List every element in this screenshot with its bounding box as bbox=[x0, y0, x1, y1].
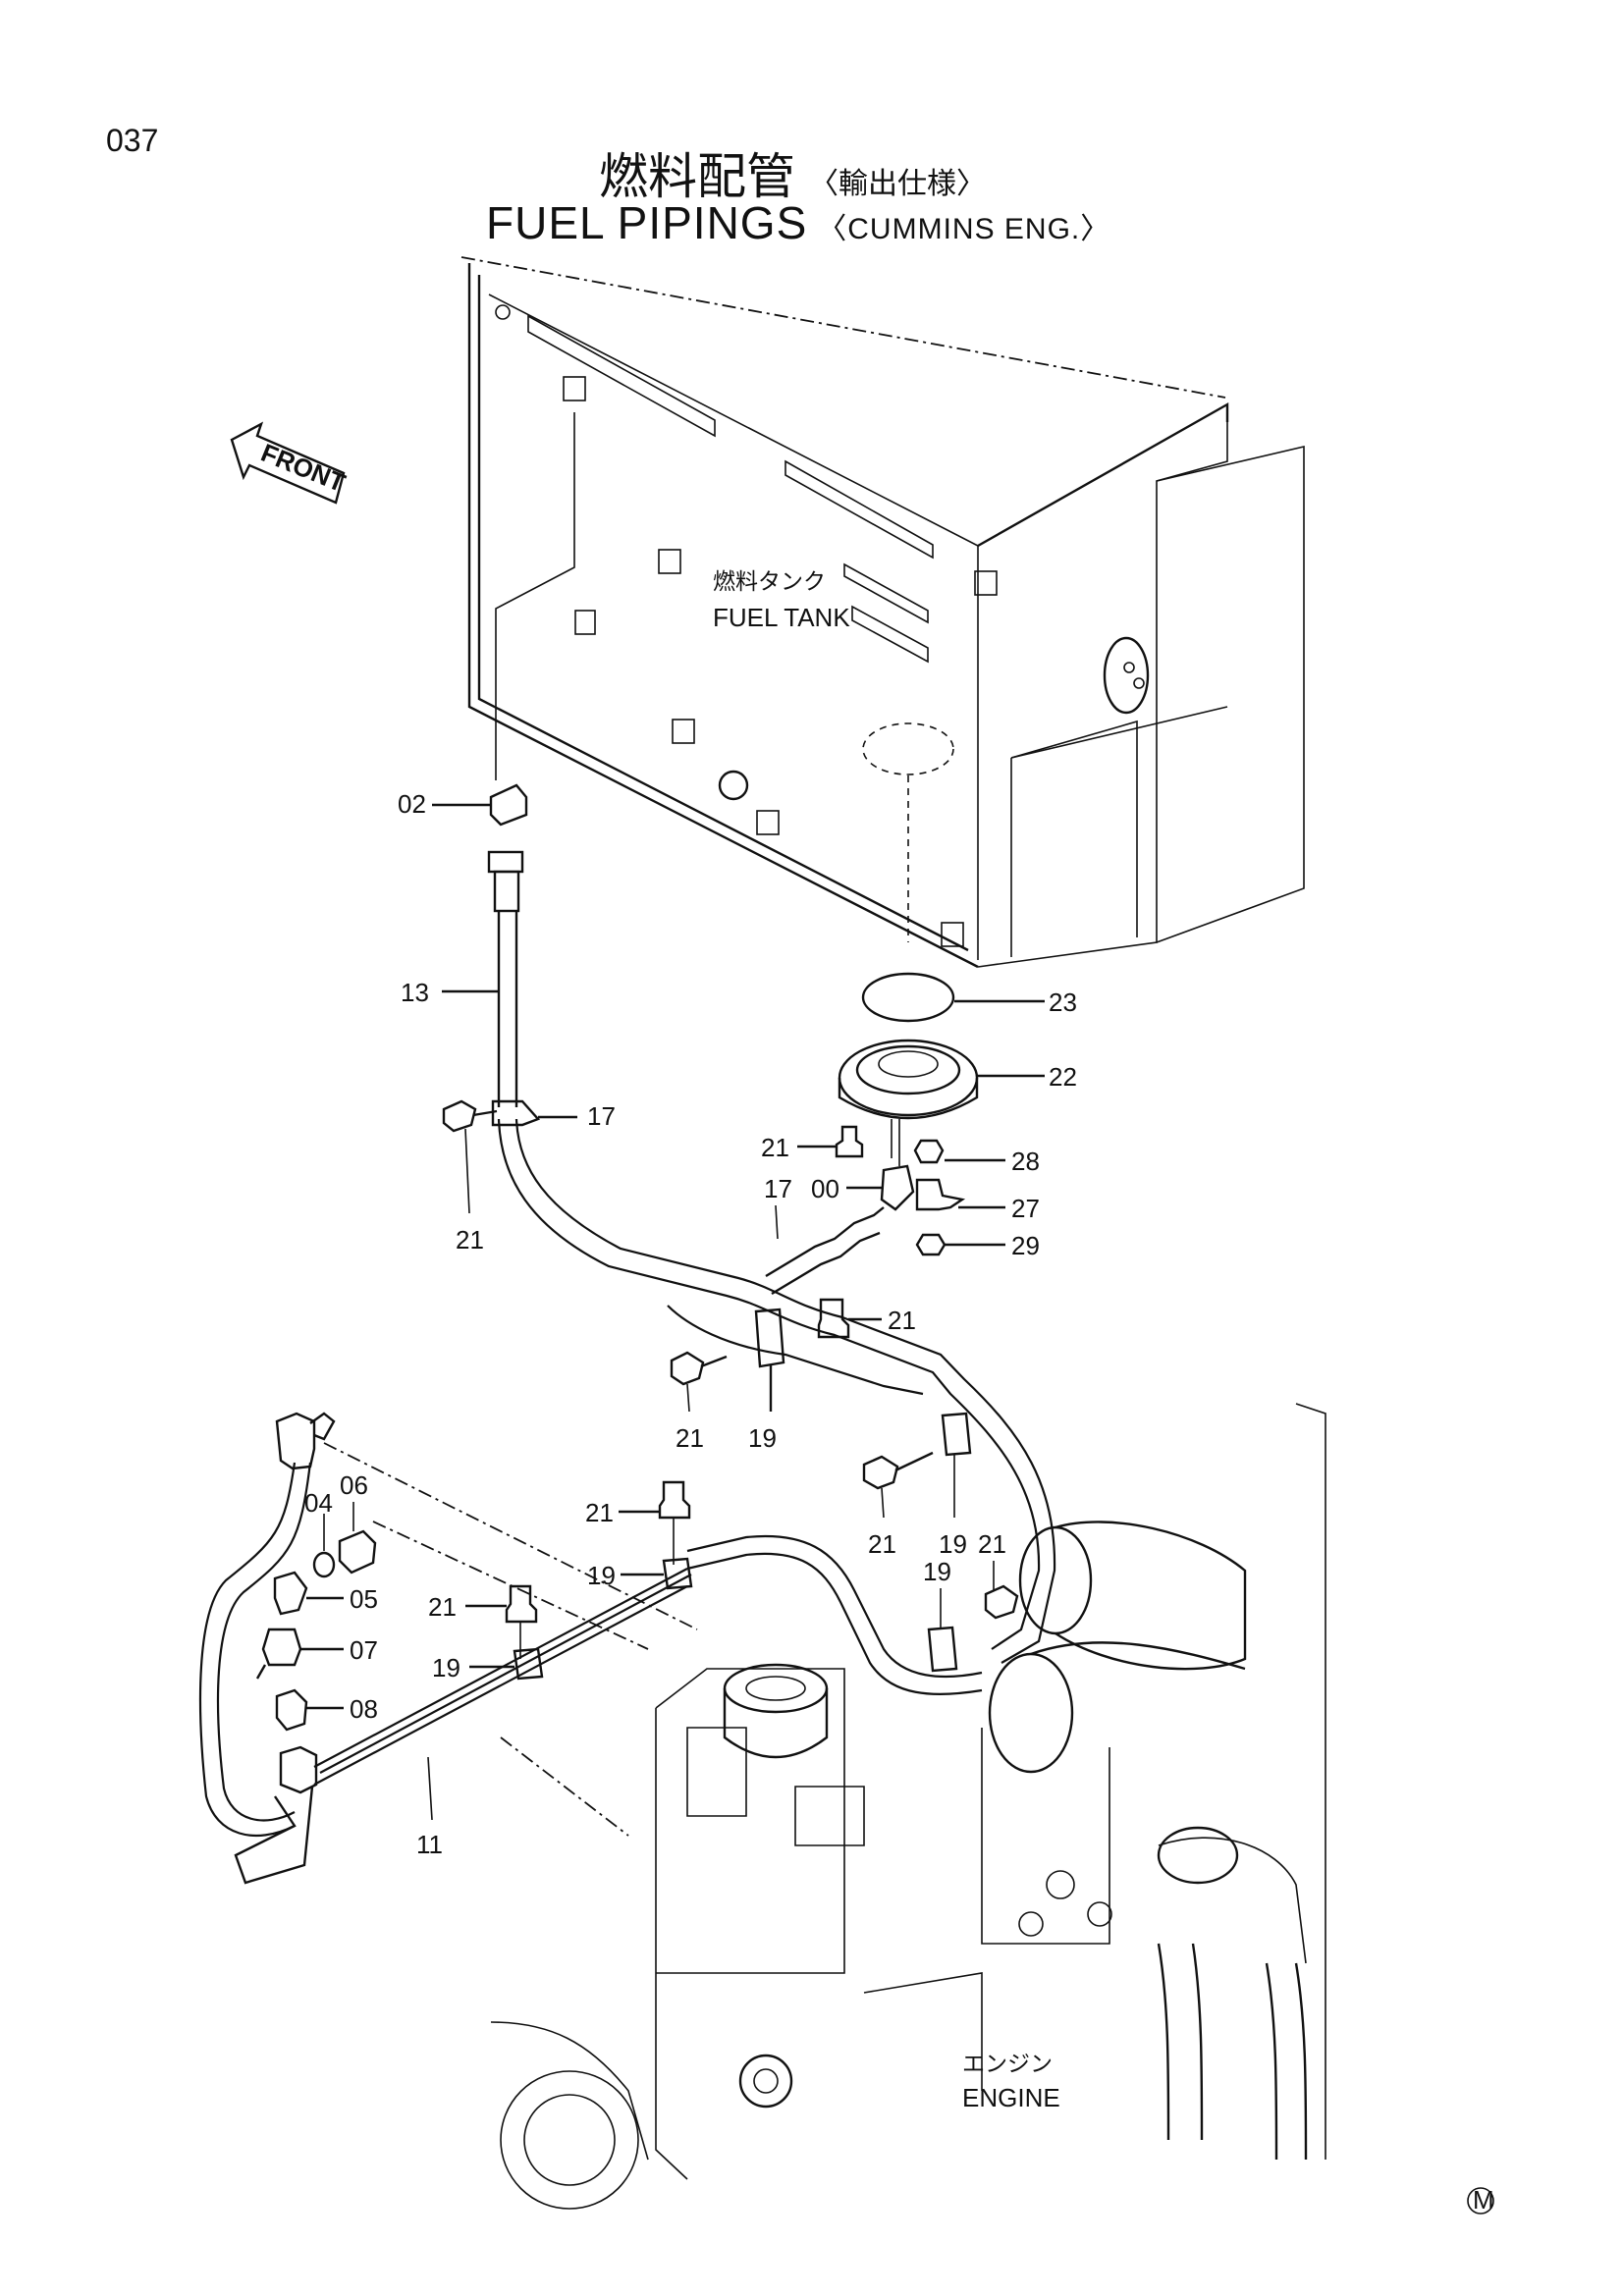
callout-21h: 21 bbox=[978, 1529, 1006, 1559]
callout-13: 13 bbox=[401, 978, 429, 1007]
leader-17b bbox=[775, 1204, 779, 1240]
page-number: 037 bbox=[106, 123, 159, 158]
front-arrow-icon: FRONT bbox=[230, 421, 350, 505]
centerlines bbox=[323, 1442, 698, 1837]
cock-27 bbox=[915, 1178, 1005, 1211]
mark-m: M bbox=[1473, 2185, 1494, 2215]
callout-21d: 21 bbox=[676, 1423, 704, 1453]
plug-28 bbox=[913, 1139, 1005, 1164]
valve-07 bbox=[255, 1628, 344, 1680]
clamp-19-mid bbox=[621, 1557, 693, 1590]
callout-06: 06 bbox=[340, 1470, 368, 1500]
clamp-19-low bbox=[469, 1647, 544, 1681]
callout-00: 00 bbox=[811, 1174, 839, 1203]
callout-19e: 19 bbox=[923, 1557, 951, 1586]
fitting-02 bbox=[432, 783, 528, 827]
elbow-05 bbox=[273, 1571, 344, 1616]
title-jp-main: 燃料配管 bbox=[599, 148, 795, 205]
callout-21b: 21 bbox=[761, 1133, 789, 1162]
clamp-19-far bbox=[927, 1588, 958, 1673]
callout-08: 08 bbox=[350, 1694, 378, 1724]
callout-29: 29 bbox=[1011, 1231, 1040, 1260]
plug-29 bbox=[915, 1233, 1005, 1256]
bolt-21-mid bbox=[619, 1480, 691, 1565]
bolt-21-upper bbox=[797, 1125, 864, 1158]
callout-17a: 17 bbox=[587, 1101, 616, 1131]
title-en-sub: 〈CUMMINS ENG.〉 bbox=[817, 213, 1111, 245]
fuel-tank-en: FUEL TANK bbox=[713, 603, 850, 632]
callout-19d: 19 bbox=[432, 1653, 460, 1682]
callout-21g: 21 bbox=[868, 1529, 896, 1559]
bolt-21-center bbox=[817, 1298, 882, 1339]
callout-19c: 19 bbox=[939, 1529, 967, 1559]
clamp-19-center bbox=[754, 1308, 785, 1412]
callout-28: 28 bbox=[1011, 1147, 1040, 1176]
flange-22 bbox=[838, 1039, 1045, 1158]
title-jp: 燃料配管〈輸出仕様〉 bbox=[599, 137, 986, 208]
callout-21e: 21 bbox=[585, 1498, 614, 1527]
bolt-21-far bbox=[984, 1561, 1019, 1620]
callout-27: 27 bbox=[1011, 1194, 1040, 1223]
callout-21c: 21 bbox=[888, 1306, 916, 1335]
elbow-top-left bbox=[275, 1412, 336, 1470]
fuel-tank-jp: 燃料タンク bbox=[713, 569, 826, 595]
callout-21f: 21 bbox=[428, 1592, 457, 1622]
callout-11: 11 bbox=[416, 1830, 443, 1859]
callout-19a: 19 bbox=[748, 1423, 777, 1453]
callout-21a: 21 bbox=[456, 1225, 484, 1255]
title-en: FUEL PIPINGS 〈CUMMINS ENG.〉 bbox=[486, 196, 1110, 249]
callout-02: 02 bbox=[398, 789, 426, 819]
fitting-08 bbox=[275, 1688, 344, 1732]
engine-jp: エンジン bbox=[962, 2052, 1053, 2077]
leader-11 bbox=[427, 1756, 433, 1821]
bolt-21-leftcenter bbox=[670, 1351, 728, 1413]
callout-17b: 17 bbox=[764, 1174, 792, 1203]
callout-23: 23 bbox=[1049, 988, 1077, 1017]
callout-04: 04 bbox=[304, 1488, 333, 1518]
title-jp-sub: 〈輸出仕様〉 bbox=[809, 167, 986, 201]
bolt-21-right bbox=[862, 1451, 934, 1519]
engine-en: ENGINE bbox=[962, 2083, 1060, 2112]
callout-05: 05 bbox=[350, 1584, 378, 1614]
callout-07: 07 bbox=[350, 1635, 378, 1665]
bolt-21-low bbox=[465, 1584, 538, 1659]
title-en-main: FUEL PIPINGS bbox=[486, 197, 808, 248]
callout-22: 22 bbox=[1049, 1062, 1077, 1092]
hose-13 bbox=[442, 850, 524, 1107]
engine bbox=[490, 1403, 1326, 2210]
elbow-00 bbox=[846, 1119, 915, 1211]
mark-m-icon: M bbox=[1467, 2185, 1494, 2215]
clamp-17-top bbox=[491, 1099, 577, 1127]
callout-19b: 19 bbox=[587, 1561, 616, 1590]
fuel-tank bbox=[460, 256, 1305, 969]
bolt-21-left bbox=[442, 1099, 498, 1214]
fuel-pipes bbox=[198, 1118, 1056, 1885]
adapter-06 bbox=[338, 1502, 377, 1575]
fitting-bottom-left bbox=[279, 1745, 318, 1794]
oring-04 bbox=[312, 1514, 336, 1578]
oring-23 bbox=[861, 972, 1045, 1023]
clamp-19-right bbox=[941, 1412, 972, 1518]
